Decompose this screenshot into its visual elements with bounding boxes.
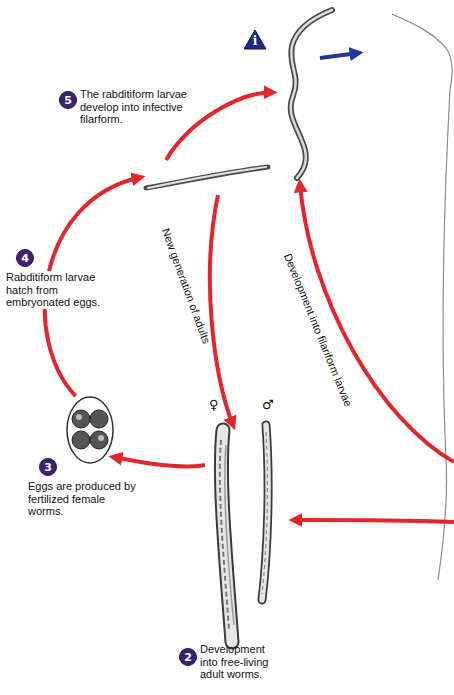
egg-cell bbox=[90, 410, 108, 428]
host-body-outline bbox=[392, 14, 452, 580]
male-worm-outline bbox=[262, 425, 268, 600]
egg-stage: 3Eggs are produced by fertilized female … bbox=[66, 396, 114, 464]
arrow-label: New generation of adults bbox=[159, 227, 212, 346]
triangle-outline bbox=[244, 30, 266, 49]
egg-shell bbox=[67, 397, 113, 463]
callout-circle: 2 bbox=[179, 648, 197, 666]
infection-arrow bbox=[320, 53, 358, 58]
egg-cell-highlight bbox=[76, 414, 82, 420]
egg-cell bbox=[72, 410, 90, 428]
egg-cell-highlight bbox=[98, 435, 104, 441]
callout-number: 5 bbox=[64, 95, 72, 106]
callout-circle: 5 bbox=[59, 91, 77, 109]
adult-worm-stage: 2Development into free-living adult worm… bbox=[205, 425, 285, 625]
filariform-larva-body bbox=[291, 10, 332, 178]
egg-cell bbox=[90, 431, 108, 449]
stage-caption: The rabditiform larvae develop into infe… bbox=[80, 88, 194, 126]
sex-symbol: ♂ bbox=[262, 398, 274, 412]
free-living-development-arrow bbox=[294, 520, 454, 522]
male-worm-body bbox=[262, 425, 268, 600]
info-triangle: i bbox=[243, 29, 267, 50]
rhabditiform-larva-outline bbox=[146, 167, 268, 188]
stage-caption: Eggs are produced by fertilized female w… bbox=[28, 480, 140, 518]
callout-number: 3 bbox=[44, 462, 52, 473]
rhabditiform-larva-body bbox=[148, 167, 266, 188]
filariform-larva-stage: i bbox=[272, 5, 342, 180]
sex-symbol: ♀ bbox=[209, 398, 219, 412]
female-worm-uterus bbox=[225, 445, 234, 625]
stage-symbol: i bbox=[243, 35, 267, 47]
filariform-larva-outline bbox=[291, 10, 332, 178]
life-cycle-arrow bbox=[210, 195, 233, 425]
callout-number: 4 bbox=[21, 253, 29, 264]
callout-circle: 4 bbox=[16, 249, 34, 267]
callout-circle: 3 bbox=[39, 458, 57, 476]
filariform-development-arrow bbox=[300, 184, 454, 462]
step-caption: Rabditiform larvae hatch from embryonate… bbox=[6, 271, 106, 309]
egg-cell bbox=[72, 431, 90, 449]
callout-number: 2 bbox=[184, 652, 192, 663]
stage-caption: Development into free-living adult worms… bbox=[200, 643, 282, 681]
male-worm-gut bbox=[262, 432, 267, 594]
rhabditiform-larva-stage: 5The rabditiform larvae develop into inf… bbox=[140, 160, 270, 195]
life-cycle-arrow bbox=[114, 457, 205, 466]
